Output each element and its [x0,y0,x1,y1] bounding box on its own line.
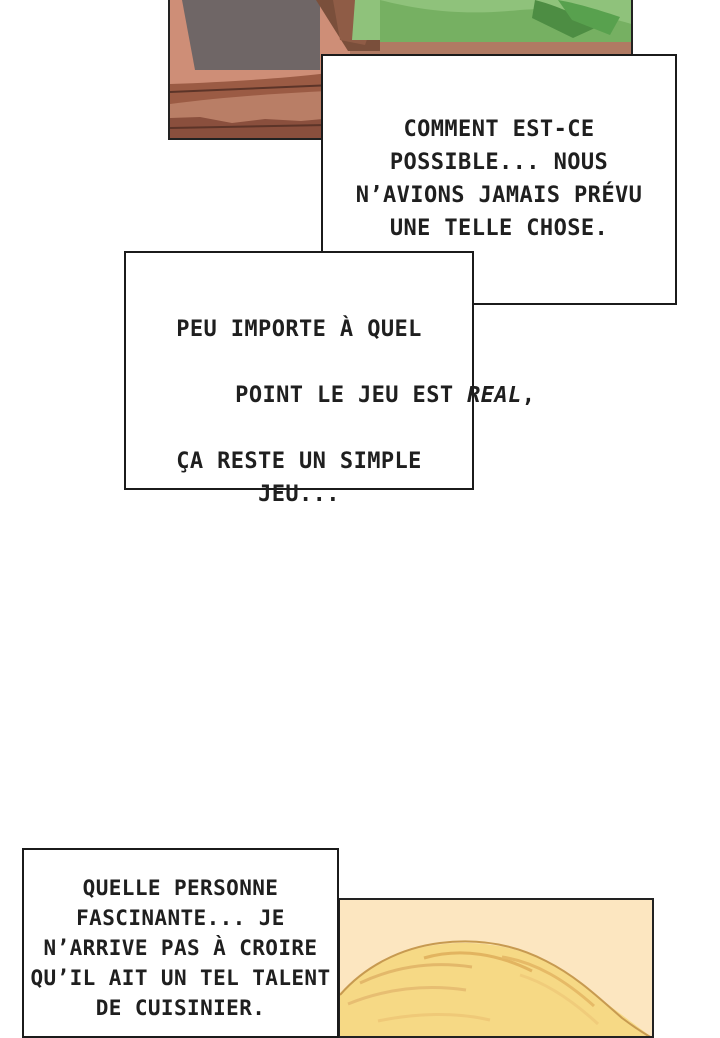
dialogue-line: ÇA RESTE UN SIMPLE [176,449,422,474]
dialogue-line: QUELLE PERSONNE [82,876,279,900]
bottom-panel-art [340,900,652,1036]
dialogue-line: UNE TELLE CHOSE. [389,216,609,241]
speech-box-top-text: COMMENT EST-CE POSSIBLE... NOUS N’AVIONS… [323,113,675,245]
bottom-illustration-panel [338,898,654,1038]
dialogue-line: DE CUISINIER. [95,996,266,1020]
dialogue-line: FASCINANTE... JE [76,906,285,930]
dialogue-line: N’ARRIVE PAS À CROIRE [43,936,318,960]
dialogue-line: N’AVIONS JAMAIS PRÉVU [355,183,643,208]
speech-box-middle-text: PEU IMPORTE À QUEL POINT LE JEU EST REAL… [126,313,535,511]
dialogue-fragment: , [521,383,536,408]
dialogue-line: COMMENT EST-CE [403,117,595,142]
speech-box-bottom: QUELLE PERSONNE FASCINANTE... JE N’ARRIV… [22,848,339,1038]
dialogue-line: JEU... [258,482,340,507]
speech-box-bottom-text: QUELLE PERSONNE FASCINANTE... JE N’ARRIV… [24,873,337,1023]
dialogue-line: QU’IL AIT UN TEL TALENT [30,966,331,990]
dialogue-line: POINT LE JEU EST REAL, [126,346,535,445]
dialogue-fragment: POINT LE JEU EST [235,383,468,408]
dialogue-line: PEU IMPORTE À QUEL [176,317,422,342]
dialogue-line: POSSIBLE... NOUS [389,150,609,175]
emphasized-word: REAL [467,383,522,408]
speech-box-middle: PEU IMPORTE À QUEL POINT LE JEU EST REAL… [124,251,535,507]
